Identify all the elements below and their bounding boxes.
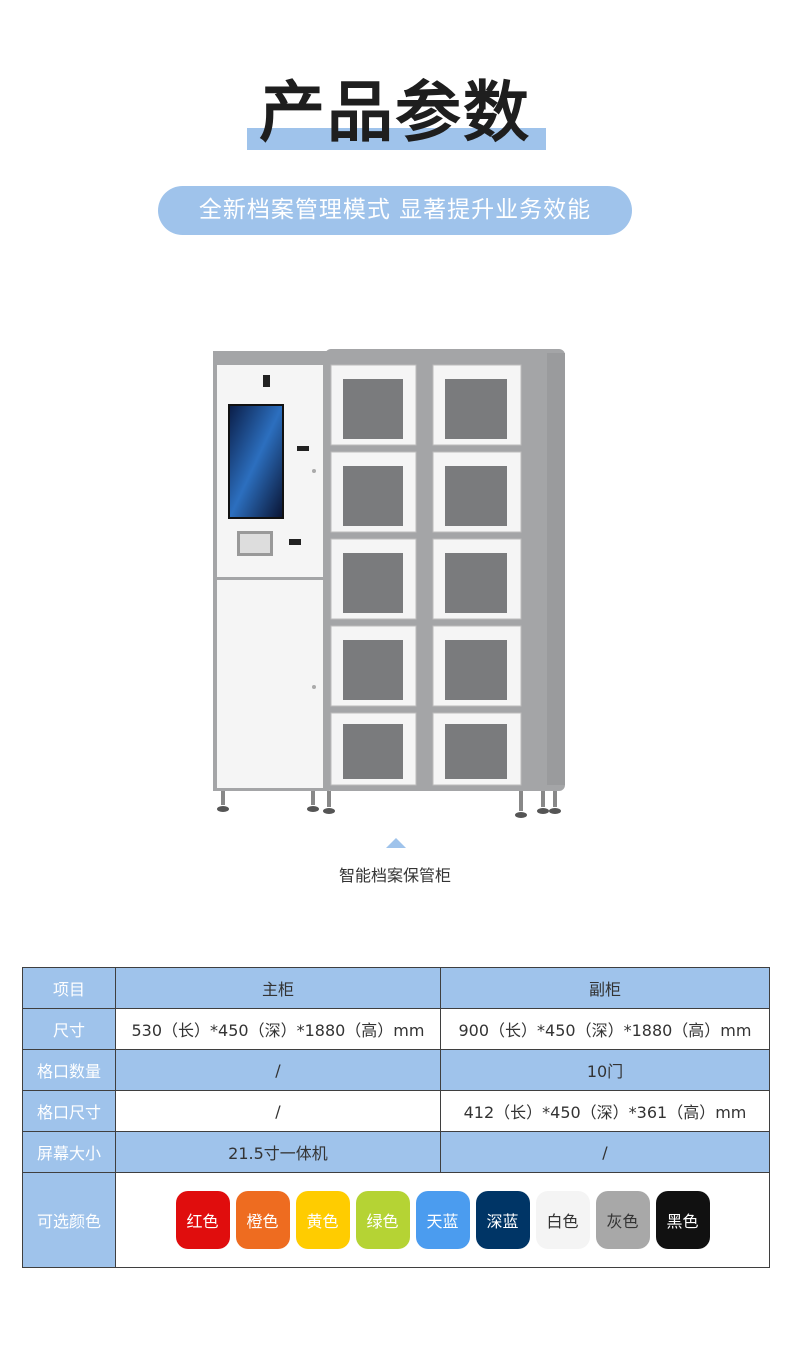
color-swatch: 白色 xyxy=(535,1191,590,1249)
row-label: 尺寸 xyxy=(22,1008,116,1050)
title-section: 产品参数 xyxy=(0,68,790,158)
caption-pointer xyxy=(386,838,406,848)
table-row: 格口尺寸 / 412（长）*450（深）*361（高）mm xyxy=(22,1090,770,1132)
sub-cell: 412（长）*450（深）*361（高）mm xyxy=(440,1090,770,1132)
title-underline xyxy=(247,128,546,150)
sub-cell: 10门 xyxy=(440,1049,770,1091)
product-caption: 智能档案保管柜 xyxy=(338,866,451,885)
color-swatches-cell: 红色橙色黄色绿色天蓝深蓝白色灰色黑色 xyxy=(115,1172,770,1268)
table-header-row: 项目 主柜 副柜 xyxy=(22,967,770,1009)
main-cell: / xyxy=(115,1090,441,1132)
color-swatch: 深蓝 xyxy=(475,1191,530,1249)
color-swatch: 橙色 xyxy=(235,1191,290,1249)
main-cell: 530（长）*450（深）*1880（高）mm xyxy=(115,1008,441,1050)
row-label: 格口数量 xyxy=(22,1049,116,1091)
row-label: 屏幕大小 xyxy=(22,1131,116,1173)
header-main-cell: 主柜 xyxy=(115,967,441,1009)
table-row: 尺寸 530（长）*450（深）*1880（高）mm 900（长）*450（深）… xyxy=(22,1008,770,1050)
main-cell: / xyxy=(115,1049,441,1091)
row-label: 格口尺寸 xyxy=(22,1090,116,1132)
cabinet-illustration xyxy=(213,349,565,818)
header-item-cell: 项目 xyxy=(22,967,116,1009)
page-title: 产品参数 xyxy=(259,74,531,151)
color-swatch: 灰色 xyxy=(595,1191,650,1249)
color-options-row: 可选颜色 红色橙色黄色绿色天蓝深蓝白色灰色黑色 xyxy=(22,1172,770,1268)
table-row: 格口数量 / 10门 xyxy=(22,1049,770,1091)
sub-cell: / xyxy=(440,1131,770,1173)
subtitle-pill: 全新档案管理模式 显著提升业务效能 xyxy=(158,186,632,235)
color-swatch: 绿色 xyxy=(355,1191,410,1249)
color-swatch: 黑色 xyxy=(655,1191,710,1249)
row-label: 可选颜色 xyxy=(22,1172,116,1268)
sub-cell: 900（长）*450（深）*1880（高）mm xyxy=(440,1008,770,1050)
color-swatch: 红色 xyxy=(175,1191,230,1249)
color-swatch-list: 红色橙色黄色绿色天蓝深蓝白色灰色黑色 xyxy=(116,1191,769,1249)
main-cell: 21.5寸一体机 xyxy=(115,1131,441,1173)
table-row: 屏幕大小 21.5寸一体机 / xyxy=(22,1131,770,1173)
color-swatch: 天蓝 xyxy=(415,1191,470,1249)
spec-table: 项目 主柜 副柜 尺寸 530（长）*450（深）*1880（高）mm 900（… xyxy=(22,967,770,1268)
color-swatch: 黄色 xyxy=(295,1191,350,1249)
header-sub-cell: 副柜 xyxy=(440,967,770,1009)
